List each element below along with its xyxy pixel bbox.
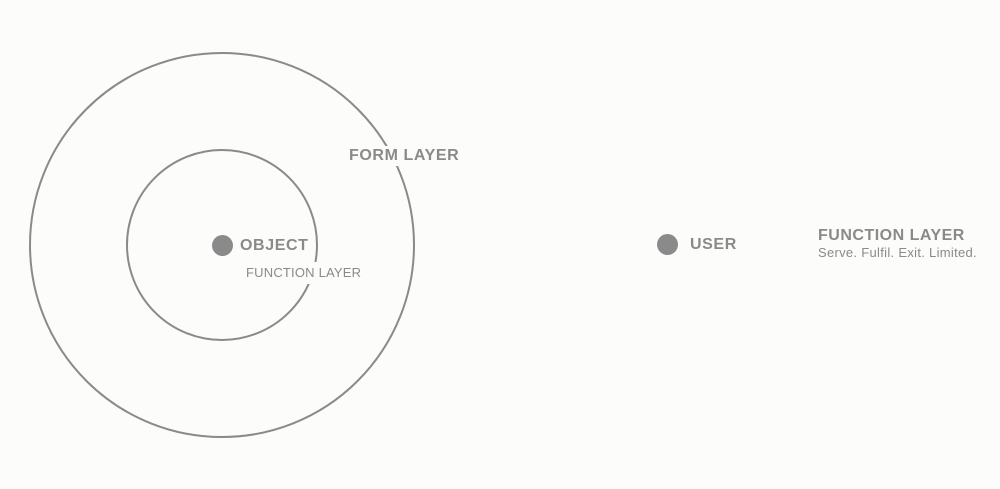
object-dot [212, 235, 233, 256]
user-dot [657, 234, 678, 255]
legend-title: FUNCTION LAYER [818, 227, 965, 244]
function-layer-label: FUNCTION LAYER [236, 262, 372, 284]
form-layer-ring [29, 52, 415, 438]
form-layer-label: FORM LAYER [346, 146, 463, 166]
legend-description: Serve. Fulfil. Exit. Limited. [818, 245, 977, 260]
user-label: USER [690, 236, 737, 253]
object-label: OBJECT [240, 237, 309, 254]
function-layer-ring [126, 149, 318, 341]
